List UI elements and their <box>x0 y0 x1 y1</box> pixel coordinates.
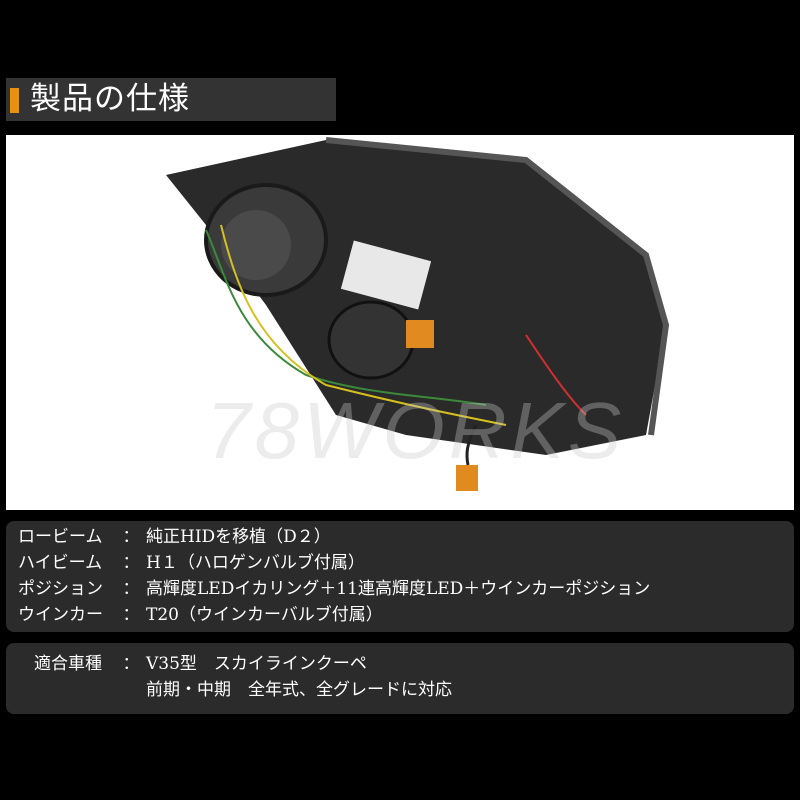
headlight-image <box>166 137 670 491</box>
compat-row-2: 前期・中期 全年式、全グレードに対応 <box>146 680 452 700</box>
section-header: 製品の仕様 <box>6 78 336 121</box>
spec-row: ポジション ： 高輝度LEDイカリング＋11連高輝度LED＋ウインカーポジション <box>18 577 650 601</box>
spec-label: ロービーム <box>18 527 103 547</box>
spec-row: ロービーム ： 純正HIDを移植（D２） <box>18 525 331 549</box>
accent-bar <box>10 88 19 113</box>
product-photo: 78WORKS <box>6 135 794 510</box>
separator: ： <box>122 579 140 599</box>
compat-row: 適合車種 ： V35型 スカイラインクーペ <box>34 652 367 676</box>
compatibility-box: 適合車種 ： V35型 スカイラインクーペ 前期・中期 全年式、全グレードに対応 <box>6 643 794 714</box>
compat-value: V35型 スカイラインクーペ <box>146 654 367 674</box>
section-title: 製品の仕様 <box>30 81 190 117</box>
separator: ： <box>122 654 140 674</box>
separator: ： <box>122 527 140 547</box>
separator: ： <box>122 553 140 573</box>
spec-value: T20（ウインカーバルブ付属） <box>146 605 383 625</box>
spec-box: ロービーム ： 純正HIDを移植（D２） ハイビーム ： H１（ハロゲンバルブ付属） ポ… <box>6 521 794 632</box>
watermark-logo: 78WORKS <box>206 386 626 475</box>
spec-label: ポジション <box>18 579 103 599</box>
spec-row: ハイビーム ： H１（ハロゲンバルブ付属） <box>18 551 365 575</box>
separator: ： <box>122 605 140 625</box>
spec-value: H１（ハロゲンバルブ付属） <box>146 553 365 573</box>
spec-label: ハイビーム <box>18 553 103 573</box>
spec-row: ウインカー ： T20（ウインカーバルブ付属） <box>18 603 383 627</box>
spec-value: 高輝度LEDイカリング＋11連高輝度LED＋ウインカーポジション <box>146 579 651 599</box>
spec-value: 純正HIDを移植（D２） <box>146 527 331 547</box>
spec-label: ウインカー <box>18 605 103 625</box>
compat-label: 適合車種 <box>34 654 102 674</box>
